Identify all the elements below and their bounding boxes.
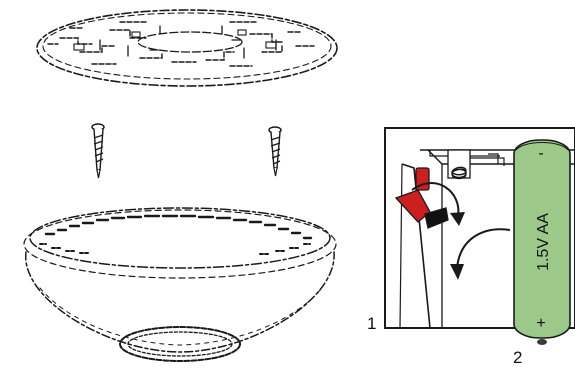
- alarm-body: [23, 207, 337, 362]
- screw-left: [91, 123, 105, 179]
- lever-black-tip: [424, 207, 449, 229]
- mounting-plate: [36, 9, 338, 87]
- arrowhead-battery: [450, 264, 464, 280]
- rotation-arrow-battery: [456, 228, 511, 269]
- step-1-label: 1: [367, 314, 377, 333]
- battery-positive-nub: [537, 339, 547, 345]
- battery-release-lever: [394, 167, 449, 229]
- battery-positive-sign: +: [536, 315, 545, 332]
- screw-right: [268, 126, 282, 177]
- aa-battery: - + 1.5V AA: [513, 139, 571, 345]
- battery-type-label: 1.5V AA: [535, 213, 552, 271]
- step-2-label: 2: [513, 348, 523, 367]
- battery-negative-sign: -: [538, 145, 543, 162]
- arrowhead-lever: [450, 212, 465, 226]
- rotation-arrow-lever: [411, 182, 460, 217]
